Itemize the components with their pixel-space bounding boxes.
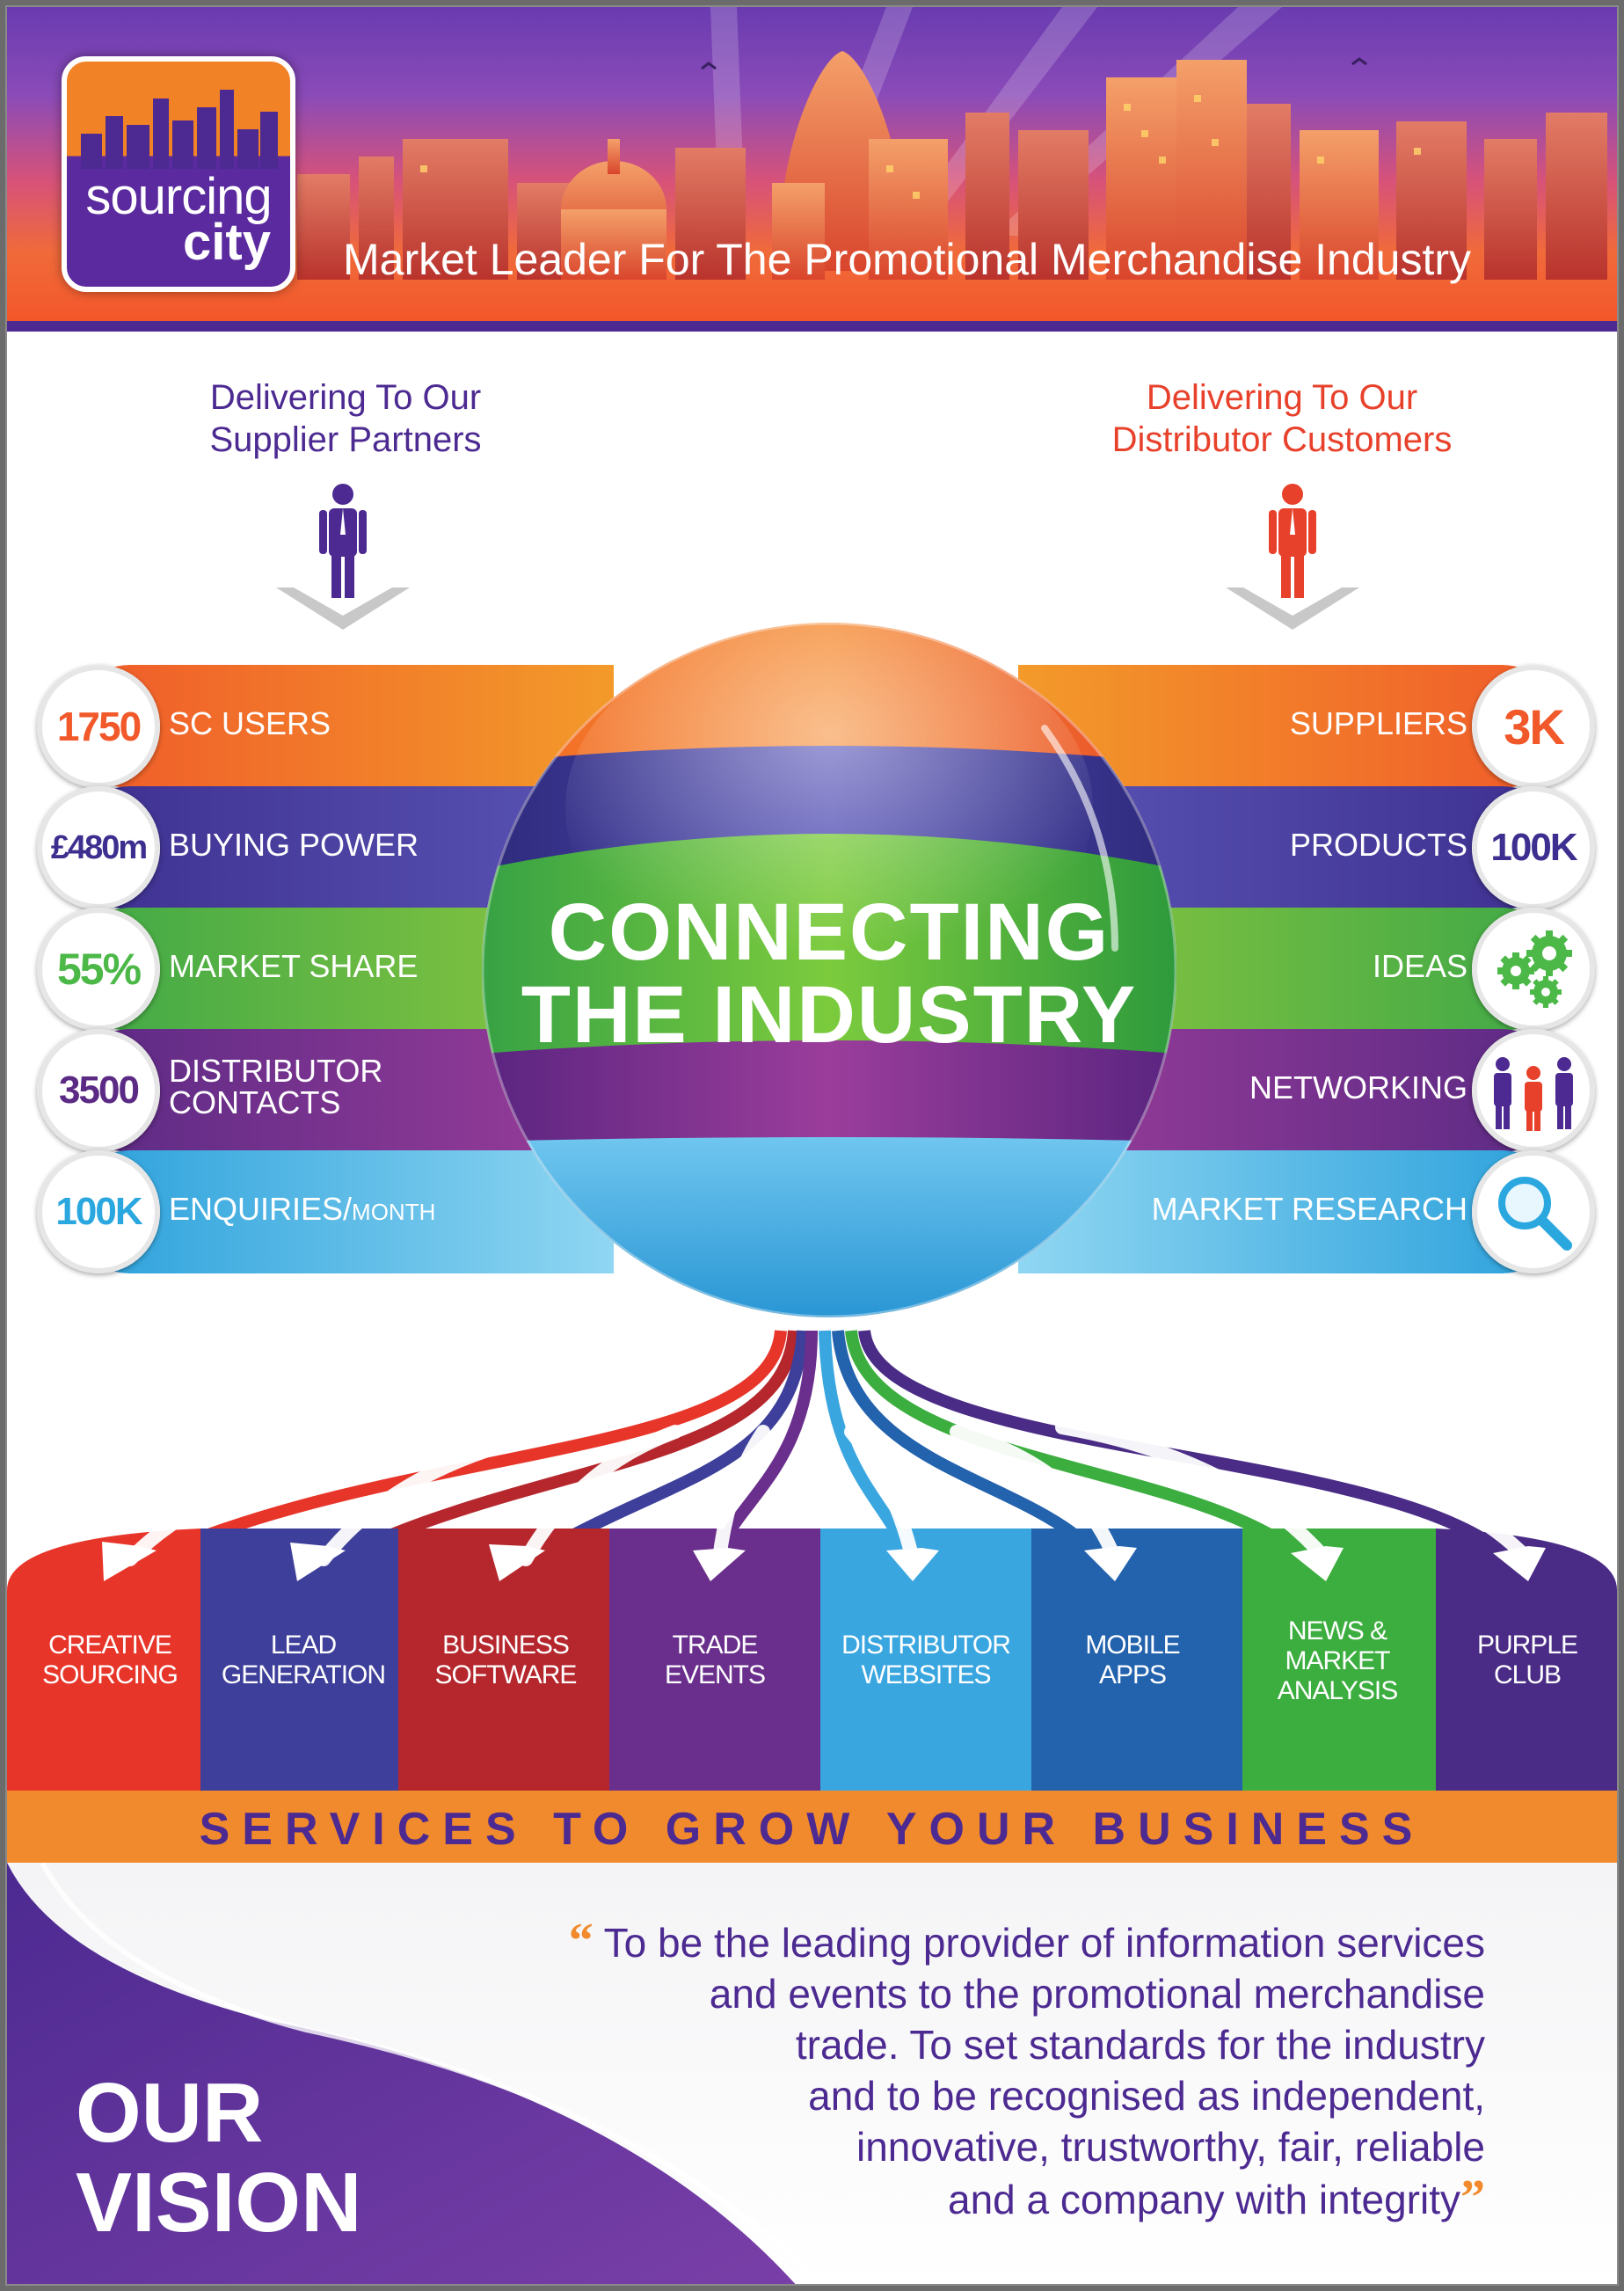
sphere-title-line2: THE INDUSTRY	[521, 970, 1138, 1060]
service-label-line1: CREATIVE	[48, 1631, 172, 1660]
service-label-line2: EVENTS	[664, 1660, 766, 1689]
distributor-person-icon	[1269, 484, 1316, 598]
down-arrow-left-icon	[276, 587, 410, 630]
open-quote-icon: “	[568, 1914, 594, 1968]
service-label-line2: WEBSITES	[861, 1660, 991, 1689]
service-trade-events[interactable]: TRADE EVENTS	[623, 1631, 807, 1690]
services-banner: SERVICES TO GROW YOUR BUSINESS	[7, 1791, 1617, 1863]
service-label-line2: SOURCING	[42, 1660, 178, 1689]
logo-skyline-icon	[81, 90, 278, 169]
service-lead-generation[interactable]: LEAD GENERATION	[211, 1631, 396, 1690]
service-label-line2: SOFTWARE	[434, 1660, 578, 1689]
city-skyline-illustration	[297, 7, 1607, 280]
gears-icon	[1497, 930, 1572, 1008]
stat-enquiries-value: 100K	[55, 1190, 142, 1233]
vision-quote-line: trade. To set standards for the industry	[795, 2022, 1485, 2068]
stat-buying-power-value: £480m	[50, 828, 148, 866]
stat-products-badge: 100K	[1472, 786, 1595, 909]
stat-market-share-value: 55%	[56, 945, 142, 994]
service-label-line2: GENERATION	[221, 1660, 386, 1689]
vision-quote-line: and a company with integrity	[948, 2177, 1460, 2222]
deliver-right-line2: Distributor Customers	[1111, 420, 1453, 459]
services-flow-graphic	[7, 1329, 1617, 1792]
deliver-left-line1: Delivering To Our	[209, 378, 482, 417]
vision-title-line1: OUR	[76, 2066, 264, 2160]
service-label-line2: APPS	[1098, 1660, 1167, 1689]
stat-suppliers-value: 3K	[1504, 698, 1565, 755]
vision-title-line2: VISION	[76, 2156, 362, 2250]
stat-sc-users-badge: 1750	[37, 665, 160, 788]
stat-sc-users-value: 1750	[56, 704, 142, 749]
service-purple-club[interactable]: PURPLE CLUB	[1435, 1631, 1617, 1690]
service-label-line3: ANALYSIS	[1277, 1676, 1399, 1705]
stat-distributor-contacts-value: 3500	[59, 1069, 140, 1112]
stat-market-research-label: MARKET RESEARCH	[1151, 1191, 1467, 1227]
header-divider	[7, 321, 1617, 332]
vision-swoosh-graphic	[7, 1863, 826, 2284]
close-quote-icon: ”	[1460, 2171, 1485, 2225]
stat-distributor-contacts-label: DISTRIBUTOR CONTACTS	[169, 1055, 382, 1119]
deliver-distributor-title: Delivering To Our Distributor Customers	[1097, 376, 1467, 461]
deliver-left-line2: Supplier Partners	[209, 420, 482, 459]
networking-badge	[1472, 1029, 1595, 1152]
connecting-industry-sphere: CONNECTING THE INDUSTRY	[481, 596, 1177, 1344]
header-banner: sourcing city Market Leader For The Prom…	[7, 7, 1617, 321]
stat-enquiries-badge: 100K	[37, 1150, 160, 1273]
stat-suppliers-label: SUPPLIERS	[1289, 705, 1467, 741]
people-icon	[1494, 1057, 1573, 1131]
sphere-title-line1: CONNECTING	[548, 887, 1111, 977]
stat-distributor-contacts-label-line1: DISTRIBUTOR	[169, 1053, 383, 1089]
service-distributor-websites[interactable]: DISTRIBUTOR WEBSITES	[834, 1631, 1018, 1690]
deliver-supplier-title: Delivering To Our Supplier Partners	[183, 376, 508, 461]
service-business-software[interactable]: BUSINESS SOFTWARE	[413, 1631, 598, 1690]
services-banner-text: SERVICES TO GROW YOUR BUSINESS	[199, 1804, 1425, 1855]
service-label-line1: TRADE	[672, 1631, 759, 1660]
stat-products-label: PRODUCTS	[1289, 827, 1467, 863]
stat-products-value: 100K	[1490, 826, 1577, 869]
infographic-page: sourcing city Market Leader For The Prom…	[5, 5, 1619, 2286]
stat-sc-users-label: SC USERS	[169, 705, 331, 741]
vision-quote-line: and events to the promotional merchandis…	[709, 1971, 1485, 2017]
stat-distributor-contacts-label-line2: CONTACTS	[169, 1084, 341, 1120]
ideas-badge	[1472, 908, 1595, 1031]
stat-market-share-badge: 55%	[37, 908, 160, 1031]
vision-quote-line: and to be recognised as independent,	[808, 2073, 1485, 2119]
service-label-line1: NEWS &	[1287, 1616, 1387, 1645]
vision-quote-line: innovative, trustworthy, fair, reliable	[856, 2124, 1485, 2170]
vision-quote-line: To be the leading provider of informatio…	[603, 1920, 1485, 1966]
logo-wordmark-sourcing: sourcing	[85, 168, 272, 225]
service-label-line1: LEAD	[270, 1631, 337, 1660]
logo-wordmark-city: city	[183, 214, 271, 271]
header-tagline: Market Leader For The Promotional Mercha…	[343, 235, 1472, 284]
stat-networking-label: NETWORKING	[1249, 1069, 1467, 1105]
stat-distributor-contacts-badge: 3500	[37, 1029, 160, 1152]
vision-quote: “ To be the leading provider of informat…	[342, 1915, 1485, 2225]
stat-ideas-label: IDEAS	[1372, 948, 1467, 984]
stat-enquiries-label-unit: MONTH	[352, 1199, 436, 1225]
down-arrow-right-icon	[1226, 587, 1359, 630]
stat-enquiries-label: ENQUIRIES/MONTH	[169, 1191, 435, 1228]
magnifier-icon	[1498, 1177, 1572, 1251]
service-label-line1: BUSINESS	[442, 1631, 570, 1660]
supplier-person-icon	[319, 484, 367, 598]
service-news-market-analysis[interactable]: NEWS & MARKET ANALYSIS	[1245, 1616, 1430, 1706]
service-label-line2: CLUB	[1493, 1660, 1562, 1689]
stat-suppliers-badge: 3K	[1472, 665, 1595, 788]
service-label-line1: PURPLE	[1476, 1631, 1578, 1660]
deliver-right-line1: Delivering To Our	[1146, 378, 1418, 417]
market-research-badge	[1472, 1150, 1595, 1273]
sphere-graphic	[481, 622, 1177, 1318]
stat-enquiries-label-main: ENQUIRIES/	[169, 1191, 353, 1227]
vision-section: OUR VISION “ To be the leading provider …	[7, 1863, 1617, 2284]
stat-market-share-label: MARKET SHARE	[169, 948, 419, 984]
service-label-line2: MARKET	[1285, 1646, 1390, 1675]
service-creative-sourcing[interactable]: CREATIVE SOURCING	[18, 1631, 202, 1690]
stat-buying-power-badge: £480m	[37, 786, 160, 909]
service-label-line1: MOBILE	[1085, 1631, 1180, 1660]
service-label-line1: DISTRIBUTOR	[841, 1631, 1011, 1660]
sourcing-city-logo[interactable]: sourcing city	[62, 56, 295, 292]
stat-buying-power-label: BUYING POWER	[169, 827, 419, 863]
service-mobile-apps[interactable]: MOBILE APPS	[1040, 1631, 1225, 1690]
